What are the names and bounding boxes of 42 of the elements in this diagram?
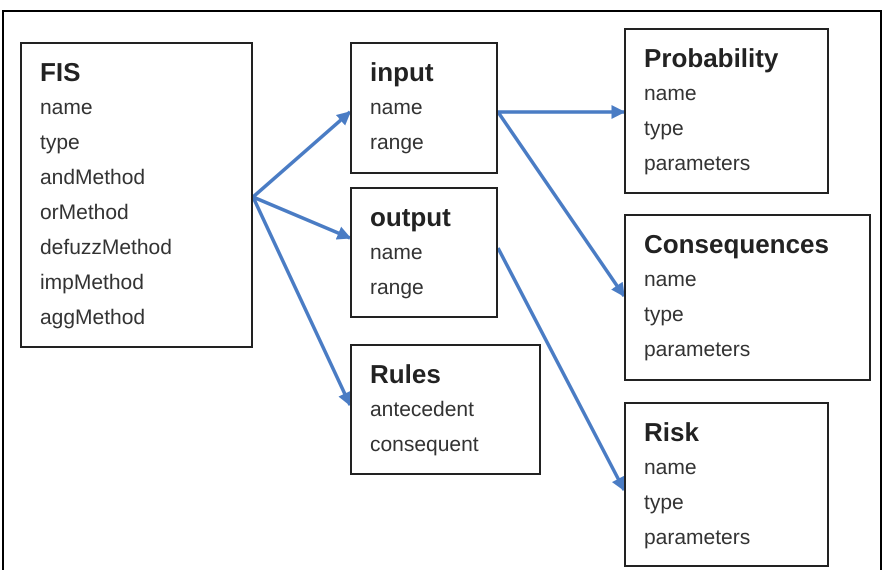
arrow [252, 110, 352, 198]
attribute-text: name [370, 240, 424, 266]
class-title: input [370, 56, 435, 89]
attribute-text: name [644, 81, 698, 107]
attribute-text: type [40, 130, 81, 156]
class-box [350, 42, 498, 174]
class-title: Consequences [644, 228, 830, 261]
arrow [496, 111, 626, 298]
arrow [251, 196, 352, 406]
attribute-text: range [370, 275, 425, 301]
attribute-text: orMethod [40, 200, 130, 226]
attribute-text: type [644, 490, 685, 516]
class-title: Risk [644, 416, 700, 449]
attribute-text: impMethod [40, 270, 145, 296]
attribute-text: parameters [644, 151, 752, 177]
attribute-text: type [644, 116, 685, 142]
attribute-text: andMethod [40, 165, 146, 191]
class-box [350, 187, 498, 318]
class-box [624, 402, 829, 567]
attribute-text: name [40, 95, 94, 121]
class-title: output [370, 201, 452, 234]
class-title: Rules [370, 358, 442, 391]
attribute-text: parameters [644, 337, 752, 363]
attribute-text: defuzzMethod [40, 235, 173, 261]
attribute-text: antecedent [370, 397, 475, 423]
attribute-text: consequent [370, 432, 480, 458]
class-box [350, 344, 541, 475]
class-title: Probability [644, 42, 780, 75]
attribute-text: aggMethod [40, 305, 146, 331]
class-box [624, 214, 871, 381]
attribute-text: type [644, 302, 685, 328]
attribute-text: name [370, 95, 424, 121]
arrow [496, 247, 626, 492]
attribute-text: range [370, 130, 425, 156]
arrow [498, 105, 626, 119]
attribute-text: name [644, 267, 698, 293]
class-box [20, 42, 253, 348]
attribute-text: parameters [644, 525, 752, 551]
arrow [252, 195, 352, 240]
attribute-text: name [644, 455, 698, 481]
class-title: FIS [40, 56, 82, 89]
class-box [624, 28, 829, 194]
